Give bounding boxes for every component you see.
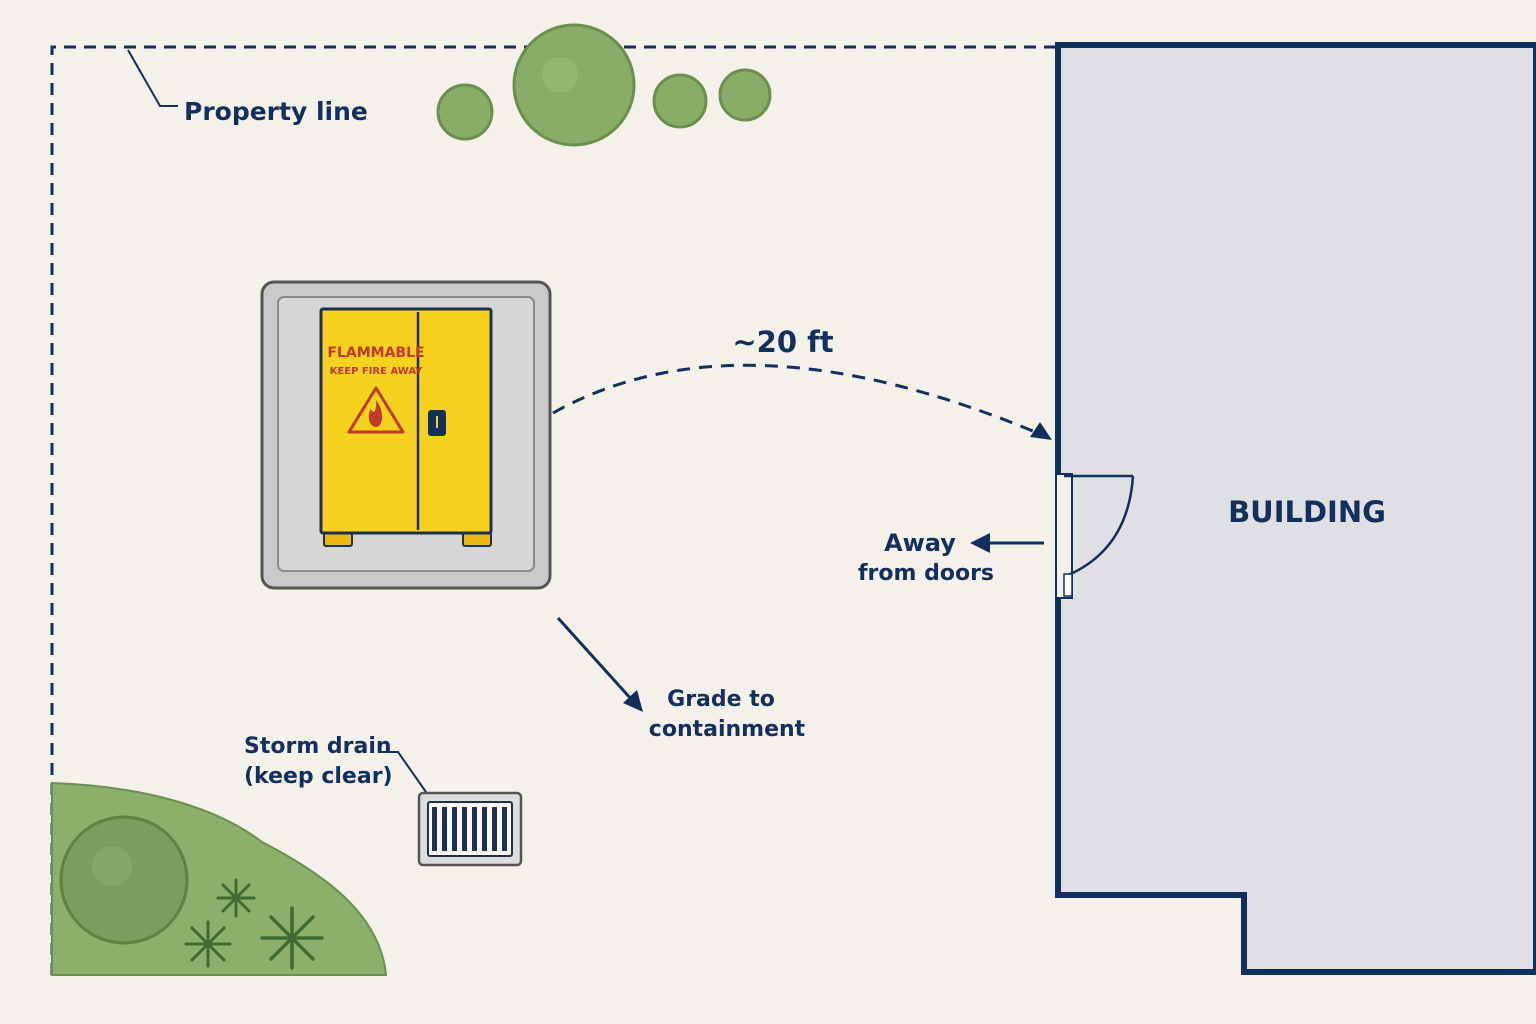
cabinet-label-flammable: FLAMMABLE bbox=[327, 345, 424, 361]
property-line bbox=[50, 45, 1056, 975]
distance-label: ~20 ft bbox=[732, 325, 833, 359]
flame-warning-icon bbox=[347, 386, 405, 434]
grade-arrow bbox=[556, 616, 643, 712]
storm-drain-grate-icon bbox=[417, 791, 523, 867]
shrub-small-middle bbox=[652, 73, 708, 129]
plant-small-top bbox=[216, 878, 256, 918]
away-arrow bbox=[970, 533, 1044, 553]
plant-large bbox=[260, 906, 324, 970]
plant-small-bottom bbox=[184, 920, 232, 968]
door-swing-icon bbox=[1055, 473, 1135, 599]
storm-drain-label-line2: (keep clear) bbox=[244, 764, 393, 789]
shrub-small-right bbox=[718, 68, 772, 122]
building bbox=[1055, 42, 1536, 975]
storm-drain-label-line1: Storm drain bbox=[244, 734, 392, 759]
property-line-label: Property line bbox=[184, 97, 368, 126]
grade-label-line1: Grade to bbox=[667, 687, 775, 712]
storm-drain-leader bbox=[380, 751, 427, 793]
grade-label-line2: containment bbox=[649, 717, 806, 742]
cabinet-label-keep-fire-away: KEEP FIRE AWAY bbox=[330, 366, 423, 377]
distance-arc bbox=[552, 363, 1052, 440]
building-label: BUILDING bbox=[1228, 495, 1386, 529]
shrub-large-top bbox=[512, 23, 636, 147]
away-label-line2: from doors bbox=[858, 561, 994, 586]
shrub-bottom-left bbox=[59, 815, 189, 945]
flammable-cabinet bbox=[319, 307, 493, 547]
property-line-leader bbox=[127, 49, 178, 107]
away-label-line1: Away bbox=[884, 529, 956, 557]
shrub-small-left bbox=[436, 83, 494, 141]
